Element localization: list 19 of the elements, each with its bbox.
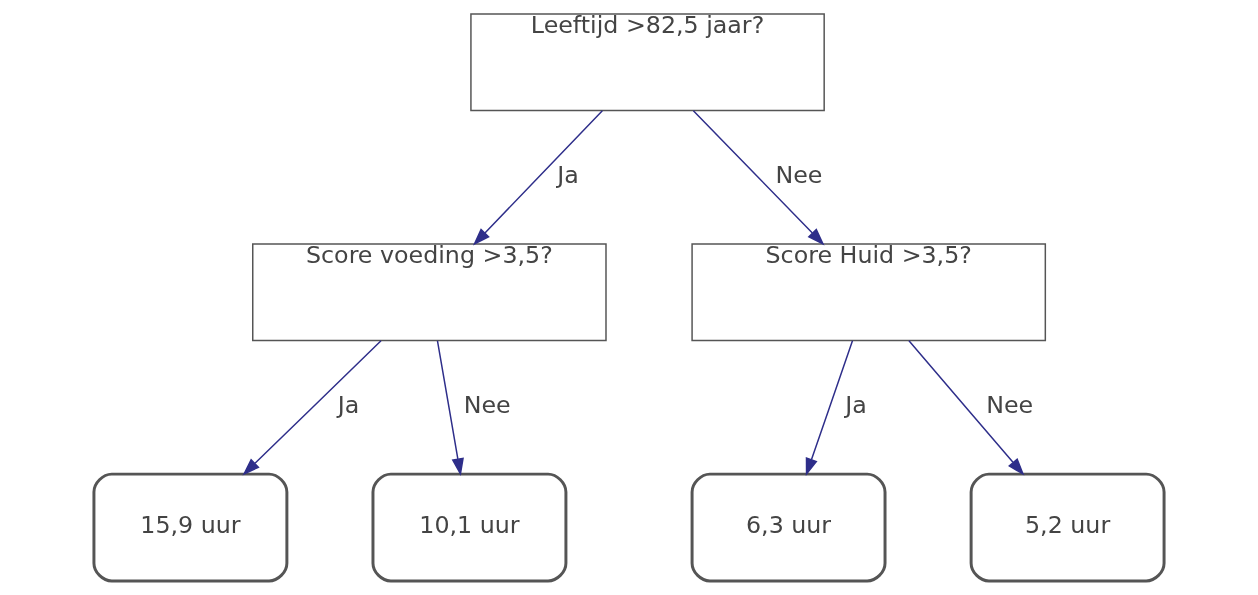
edge-label: Nee [986, 390, 1034, 419]
edge-label: Ja [557, 160, 579, 189]
node-box: Leeftijd >82,5 jaar? [470, 13, 825, 112]
node-box: 15,9 uur [92, 472, 289, 583]
edge-label: Ja [845, 390, 867, 419]
edge-label: Ja [337, 390, 360, 419]
node-box: 5,2 uur [969, 472, 1166, 583]
node-box: 6,3 uur [690, 472, 887, 583]
node-box: Score Huid >3,5? [691, 243, 1047, 342]
arrow [805, 340, 854, 476]
edge-label: Nee [775, 160, 823, 189]
arrow [692, 110, 825, 246]
arrow [436, 340, 464, 477]
edge-label: Nee [463, 390, 511, 419]
arrow [472, 110, 604, 246]
arrow [908, 340, 1025, 476]
arrow [242, 340, 382, 476]
node-box: Score voeding >3,5? [252, 243, 607, 342]
node-box: 10,1 uur [371, 472, 568, 583]
